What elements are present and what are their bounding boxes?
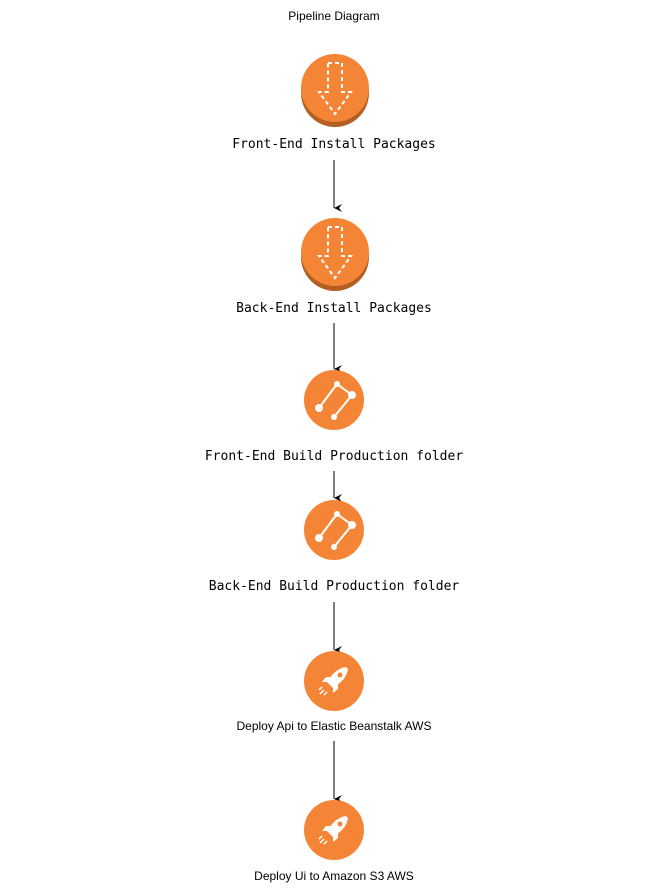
rocket-icon <box>304 800 364 860</box>
build-graph-icon <box>304 370 364 430</box>
node-label: Back-End Build Production folder <box>209 579 460 594</box>
node-deploy-ui[interactable]: Deploy Ui to Amazon S3 AWS <box>254 800 414 883</box>
node-backend-build[interactable]: Back-End Build Production folder <box>209 500 460 594</box>
download-arrow-icon <box>301 218 369 291</box>
node-label: Deploy Ui to Amazon S3 AWS <box>254 869 414 883</box>
node-deploy-api[interactable]: Deploy Api to Elastic Beanstalk AWS <box>237 651 432 733</box>
node-backend-install[interactable]: Back-End Install Packages <box>236 218 432 316</box>
build-graph-icon <box>304 500 364 560</box>
node-frontend-build[interactable]: Front-End Build Production folder <box>205 370 463 464</box>
node-label: Deploy Api to Elastic Beanstalk AWS <box>237 719 432 733</box>
diagram-title: Pipeline Diagram <box>288 9 379 23</box>
rocket-icon <box>304 651 364 711</box>
node-label: Front-End Install Packages <box>232 137 436 152</box>
download-arrow-icon <box>301 54 369 127</box>
node-label: Back-End Install Packages <box>236 301 432 316</box>
node-frontend-install[interactable]: Front-End Install Packages <box>232 54 436 152</box>
node-label: Front-End Build Production folder <box>205 449 463 464</box>
